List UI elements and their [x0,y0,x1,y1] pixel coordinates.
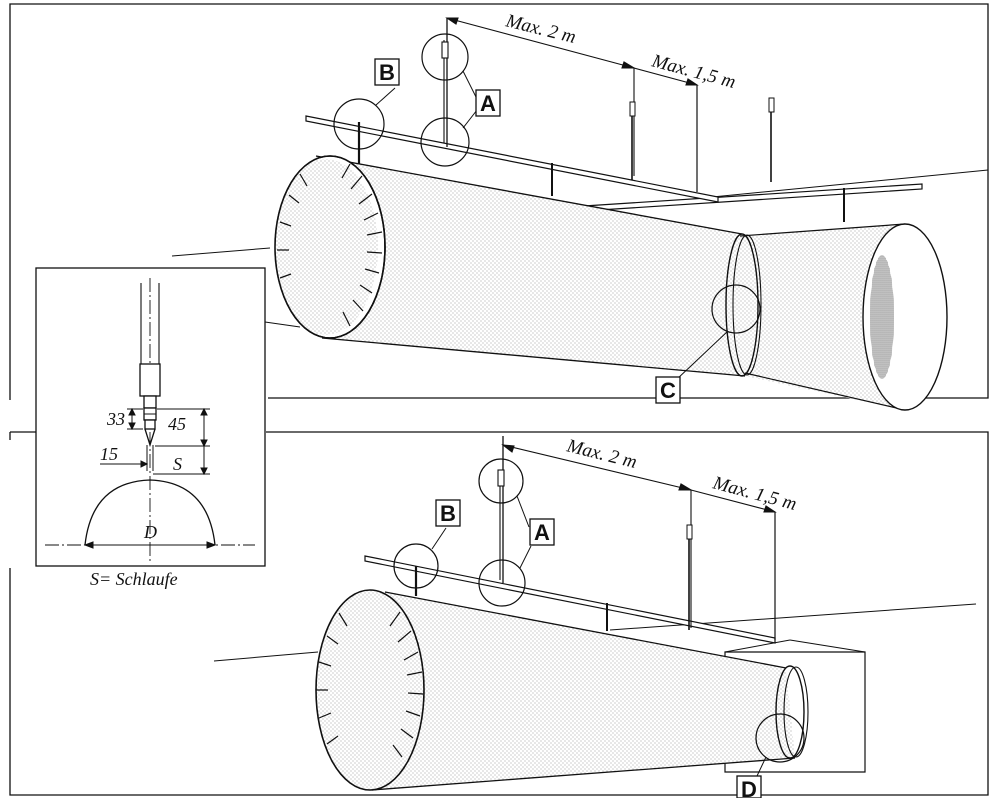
top-panel: Max. 2 m Max. 1,5 m A B C [9,3,989,411]
bottom-detail-circle-d [755,713,805,763]
inset-caption: S= Schlaufe [90,569,178,589]
top-detail-circle-c [711,284,761,334]
svg-text:D: D [741,777,757,798]
bottom-duct-cone [315,589,809,791]
bottom-dim-max-1-5m: Max. 1,5 m [710,472,799,515]
svg-text:B: B [379,60,395,85]
duct-profile-arch [84,479,216,546]
top-panel-frame [9,3,989,400]
bottom-detail-circle-b [393,543,439,589]
dim-45: 45 [168,414,186,434]
bottom-label-b: B [435,499,461,527]
bottom-label-a: A [529,518,555,546]
dim-s: S [173,454,182,474]
top-detail-circle-a-lower [420,117,470,167]
top-label-c: C [655,376,681,404]
bottom-detail-circle-a-upper [478,458,524,504]
rear-duct-section [739,223,948,411]
top-detail-circle-a-upper [421,33,469,81]
bottom-dim-max-2m: Max. 2 m [564,435,639,473]
detail-inset: 33 45 S 15 D [35,267,266,567]
svg-text:A: A [480,91,496,116]
svg-text:A: A [534,520,550,545]
top-label-a: A [475,89,501,117]
top-detail-circle-b [333,98,385,150]
dim-33: 33 [106,409,125,429]
top-dim-max-1-5m: Max. 1,5 m [649,50,738,93]
bottom-panel-frame [9,431,989,796]
svg-text:B: B [440,501,456,526]
bottom-label-d: D [736,775,762,798]
svg-text:C: C [660,378,676,403]
main-duct-cone [274,155,762,377]
bottom-panel: Max. 2 m Max. 1,5 m A B D [9,431,989,798]
dim-d: D [143,522,157,542]
bottom-detail-circle-a-lower [478,559,526,607]
top-label-b: B [374,58,400,86]
dim-15: 15 [100,444,118,464]
